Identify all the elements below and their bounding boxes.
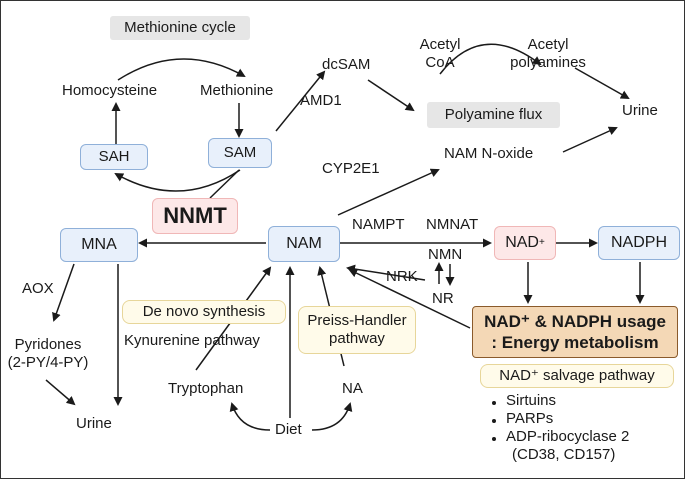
usage-line2: : Energy metabolism [491, 333, 659, 352]
sam-node: SAM [208, 138, 272, 168]
bullet-cd38: (CD38, CD157) [512, 446, 616, 463]
bullet-dot-1 [492, 401, 496, 405]
nmn-label: NMN [428, 246, 463, 263]
bullet-dot-2 [492, 419, 496, 423]
arrow-homocysteine-to-methionine [117, 58, 246, 81]
homocysteine-label: Homocysteine [62, 82, 158, 99]
acetyl-polyamines-label: Acetyl polyamines [510, 36, 586, 71]
usage-line1: NAD⁺ & NADPH usage [484, 312, 666, 331]
arrow-acetylcoa-to-acetylpolyamines [439, 43, 542, 75]
sah-node: SAH [80, 144, 148, 170]
bullet-adp-ribocyclase: ADP-ribocyclase 2 [506, 428, 630, 445]
arrow-nam-to-namnoxide [337, 168, 440, 216]
arrow-pyridones-to-urine [45, 379, 76, 406]
na-label: NA [342, 380, 363, 397]
aox-label: AOX [22, 280, 54, 297]
tryptophan-label: Tryptophan [168, 380, 244, 397]
bullet-sirtuins: Sirtuins [506, 392, 557, 409]
cyp2e1-label: CYP2E1 [322, 160, 380, 177]
arrow-sam-to-dcsam [275, 70, 326, 132]
kynurenine-label: Kynurenine pathway [124, 332, 260, 349]
nam-node: NAM [268, 226, 340, 262]
urine-top-label: Urine [622, 102, 658, 119]
arrow-sam-to-sah [114, 169, 241, 192]
usage-box: NAD⁺ & NADPH usage : Energy metabolism [472, 306, 678, 358]
nam-n-oxide-label: NAM N-oxide [444, 145, 534, 162]
urine-left-label: Urine [76, 415, 112, 432]
bullet-parps: PARPs [506, 410, 554, 427]
nadph-node: NADPH [598, 226, 680, 260]
arrow-diet-to-na [311, 402, 353, 431]
nad-text: NAD [505, 234, 539, 251]
nnmt-box: NNMT [152, 198, 238, 234]
arrow-namnoxide-to-urine [562, 126, 618, 153]
de-novo-box: De novo synthesis [122, 300, 286, 324]
amd1-label: AMD1 [300, 92, 342, 109]
bullet-dot-3 [492, 437, 496, 441]
diet-label: Diet [275, 421, 302, 438]
nrk-label: NRK [386, 268, 418, 285]
nr-label: NR [432, 290, 454, 307]
arrow-acetylpolyamines-to-urine [574, 67, 630, 99]
mna-node: MNA [60, 228, 138, 262]
acetyl-coa-label: Acetyl CoA [419, 36, 461, 71]
arrow-sam-to-nnmt [209, 169, 240, 199]
nmnat-label: NMNAT [426, 216, 479, 233]
nad-node: NAD+ [494, 226, 556, 260]
arrow-mna-to-pyridones [52, 263, 75, 322]
preiss-handler-box: Preiss-Handler pathway [298, 306, 416, 354]
arrow-diet-to-tryptophan [229, 402, 271, 431]
methionine-label: Methionine [200, 82, 274, 99]
pyridones-label: Pyridones (2-PY/4-PY) [7, 336, 89, 371]
dcsam-label: dcSAM [322, 56, 371, 73]
methionine-cycle-title: Methionine cycle [110, 16, 250, 40]
arrow-nr-to-nam [346, 264, 426, 281]
arrow-dcsam-to-polyamine [367, 79, 415, 112]
arrow-usage-to-nam [348, 268, 471, 329]
nampt-label: NAMPT [352, 216, 405, 233]
salvage-box: NAD⁺ salvage pathway [480, 364, 674, 388]
polyamine-flux-box: Polyamine flux [427, 102, 560, 128]
